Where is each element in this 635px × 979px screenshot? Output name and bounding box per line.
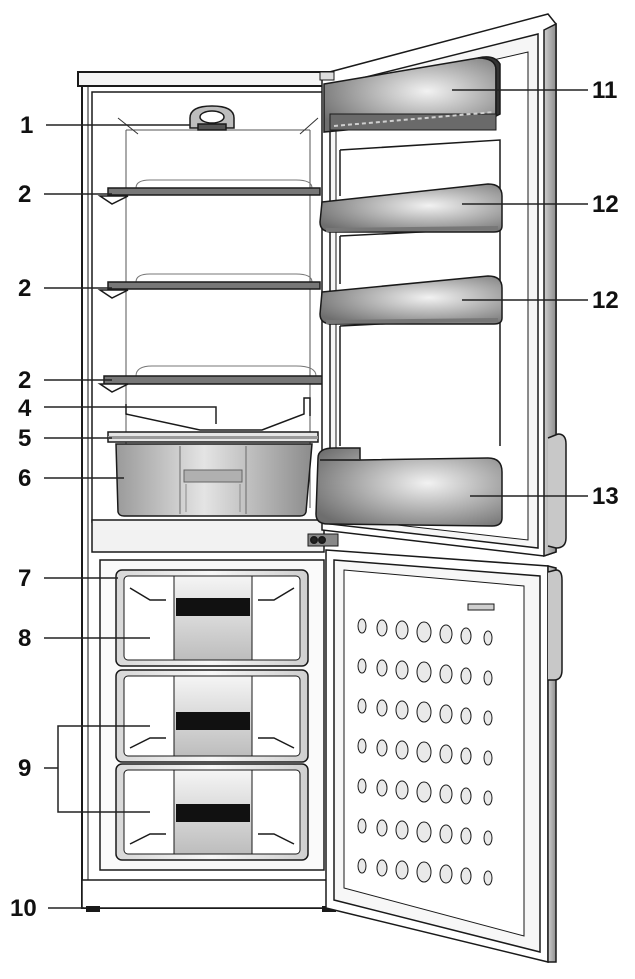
door-dimple — [460, 747, 472, 765]
door-dimple — [395, 820, 409, 840]
door-dimple — [357, 618, 367, 634]
door-dimple — [460, 667, 472, 685]
door-shelf-lower — [319, 275, 503, 325]
door-dimple — [416, 741, 432, 763]
door-dimple — [395, 700, 409, 720]
door-dimple — [357, 658, 367, 674]
callout-1: 1 — [20, 112, 33, 139]
door-dimple — [439, 744, 453, 764]
freezer-door-dimples — [357, 618, 493, 886]
callout-numbers: 1 2 2 2 4 5 6 7 8 9 10 11 12 12 13 — [10, 77, 619, 922]
door-dimple — [416, 861, 432, 883]
callout-4: 4 — [18, 395, 32, 422]
door-dimple — [439, 624, 453, 644]
door-dimple — [483, 870, 493, 886]
door-dimple — [416, 661, 432, 683]
door-dimple — [416, 781, 432, 803]
door-bottle-shelf — [315, 447, 503, 527]
door-dimple — [483, 790, 493, 806]
door-dimple — [416, 621, 432, 643]
callout-10: 10 — [10, 895, 37, 922]
door-dimple — [357, 858, 367, 874]
callout-11: 11 — [592, 77, 617, 104]
door-dimple — [357, 818, 367, 834]
leader-9 — [57, 725, 150, 813]
door-dimple — [483, 630, 493, 646]
door-dimple — [376, 859, 388, 877]
dairy-compartment — [323, 56, 501, 133]
callout-9: 9 — [18, 755, 31, 782]
door-dimple — [460, 707, 472, 725]
freezer-drawer-top — [115, 569, 309, 667]
door-dimple — [460, 627, 472, 645]
door-dimple — [376, 619, 388, 637]
callout-7: 7 — [18, 565, 31, 592]
door-dimple — [376, 739, 388, 757]
door-shelf-upper — [319, 183, 503, 233]
door-dimple — [376, 779, 388, 797]
door-dimple — [460, 867, 472, 885]
door-dimple — [395, 740, 409, 760]
glass-shelf-top — [97, 179, 321, 205]
crisper-bin — [115, 443, 313, 517]
crisper-cover-frame — [125, 397, 311, 431]
door-dimple — [395, 860, 409, 880]
callout-2c: 2 — [18, 367, 31, 394]
callout-6: 6 — [18, 465, 31, 492]
callout-2b: 2 — [18, 275, 31, 302]
callout-13: 13 — [592, 483, 619, 510]
glass-shelf-middle — [97, 273, 321, 299]
door-dimple — [416, 701, 432, 723]
door-dimple — [376, 699, 388, 717]
freezer-drawer-middle — [115, 669, 309, 763]
door-dimple — [439, 864, 453, 884]
door-dimple — [483, 670, 493, 686]
door-dimple — [357, 698, 367, 714]
crisper-cover — [107, 431, 319, 443]
callout-leaders — [44, 89, 588, 909]
door-dimple — [439, 784, 453, 804]
door-dimple — [439, 664, 453, 684]
door-dimple — [376, 659, 388, 677]
door-dimple — [483, 710, 493, 726]
door-dimple — [395, 780, 409, 800]
door-dimple — [376, 819, 388, 837]
door-dimple — [483, 830, 493, 846]
callout-5: 5 — [18, 425, 31, 452]
door-dimple — [416, 821, 432, 843]
door-dimple — [439, 824, 453, 844]
callout-12a: 12 — [592, 191, 619, 218]
callout-2a: 2 — [18, 181, 31, 208]
door-dimple — [460, 787, 472, 805]
door-dimple — [357, 778, 367, 794]
door-dimple — [357, 738, 367, 754]
door-dimple — [439, 704, 453, 724]
callout-8: 8 — [18, 625, 31, 652]
door-dimple — [395, 620, 409, 640]
thermostat-light — [189, 105, 235, 131]
leader-4 — [44, 406, 217, 424]
freezer-door — [325, 549, 563, 963]
door-dimple — [460, 827, 472, 845]
door-dimple — [483, 750, 493, 766]
callout-12b: 12 — [592, 287, 619, 314]
door-dimple — [395, 660, 409, 680]
